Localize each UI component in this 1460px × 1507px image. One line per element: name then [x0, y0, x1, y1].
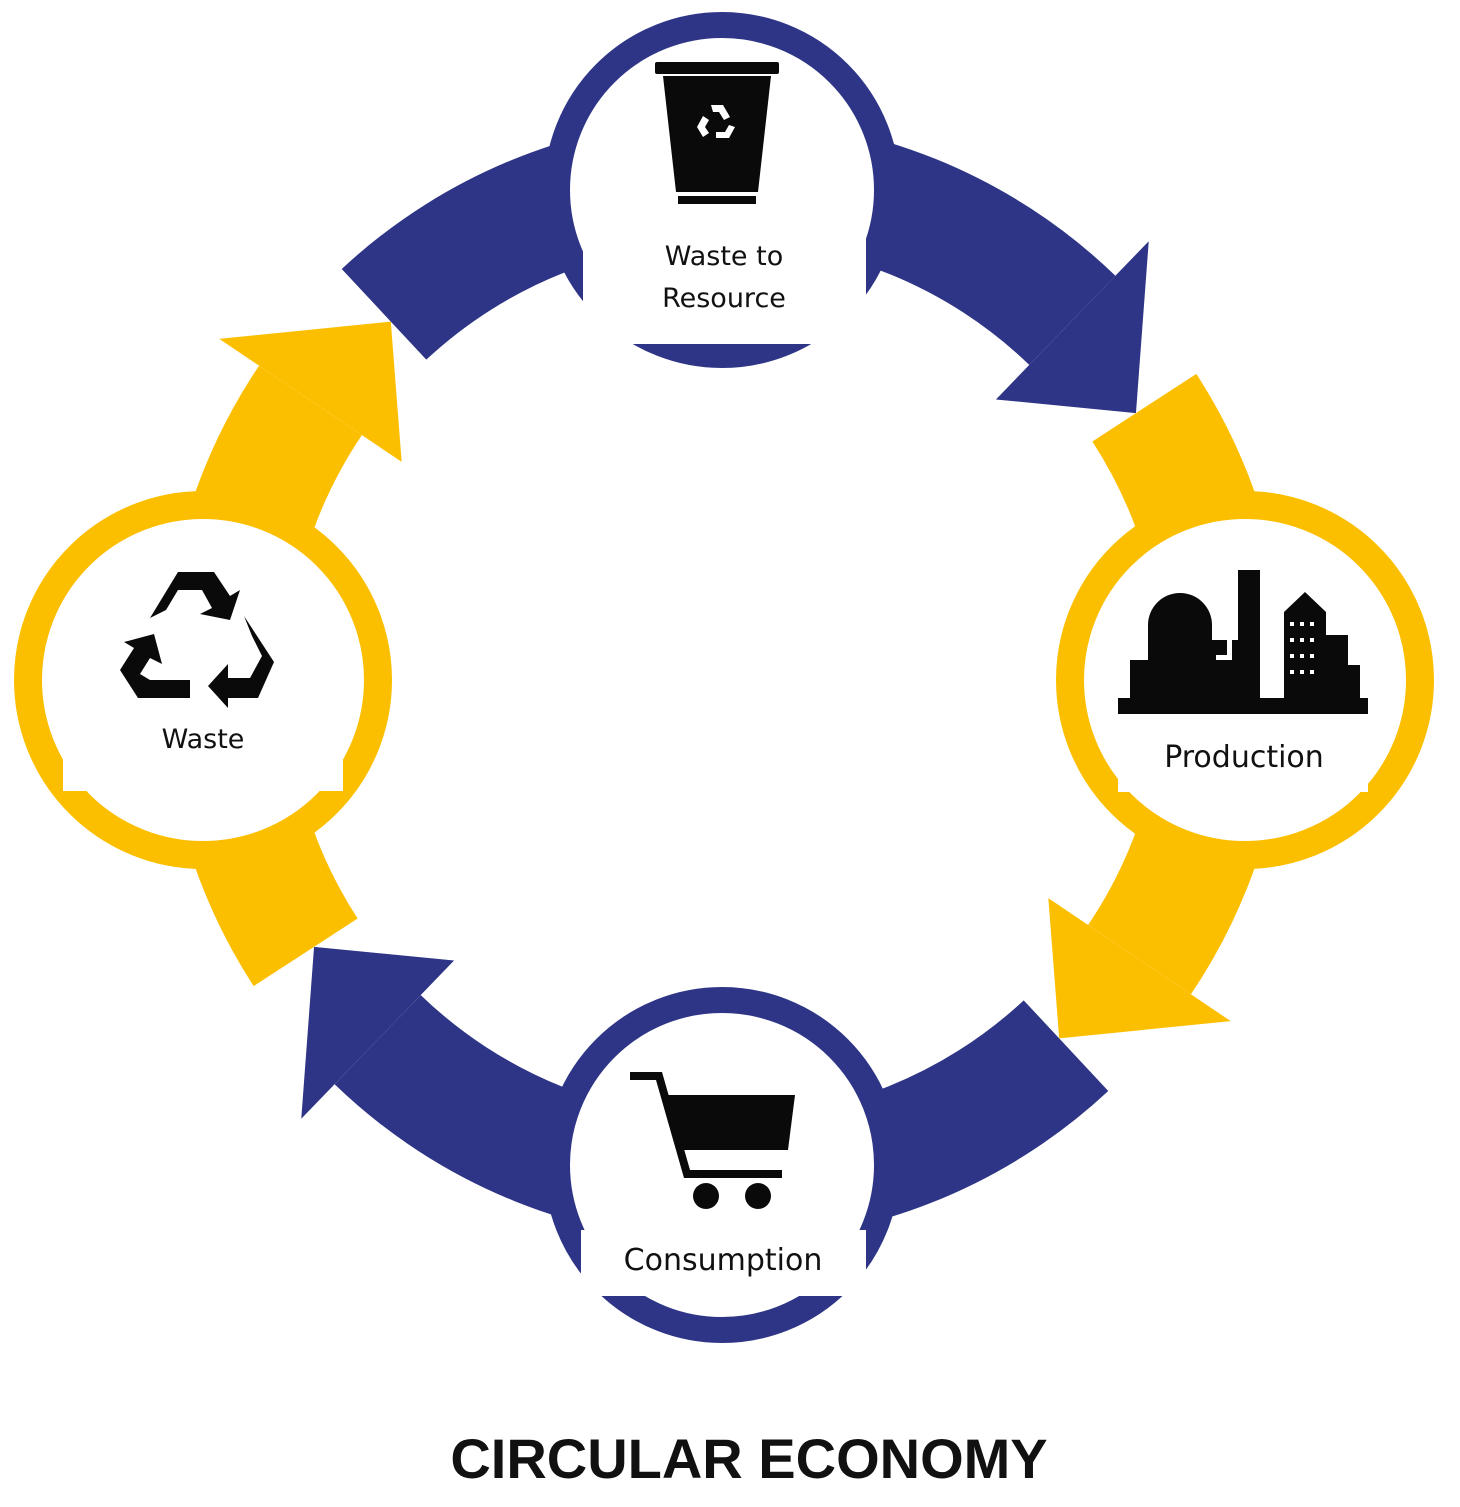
shopping-cart-icon	[630, 1072, 795, 1209]
arrowhead	[1048, 898, 1231, 1039]
recycle-icon	[120, 572, 274, 708]
label-box	[1118, 720, 1368, 792]
node-label: Consumption	[624, 1243, 823, 1278]
node-waste-to-resource: Waste to Resource	[544, 12, 900, 368]
label-box	[583, 230, 866, 344]
node-label: Resource	[662, 283, 786, 314]
recycle-bin-icon	[655, 62, 779, 204]
diagram-title: CIRCULAR ECONOMY	[450, 1427, 1047, 1490]
factory-icon	[1118, 570, 1368, 714]
node-production: Production	[1056, 491, 1434, 869]
node-label: Waste to	[665, 241, 783, 272]
label-box	[63, 705, 343, 791]
arrowhead	[219, 321, 402, 462]
node-consumption: Consumption	[544, 987, 900, 1343]
node-label: Production	[1164, 740, 1324, 775]
label-box	[581, 1230, 866, 1296]
node-ring	[14, 491, 392, 869]
node-label: Waste	[162, 724, 245, 755]
arrowhead	[301, 946, 455, 1119]
node-waste: Waste	[14, 491, 392, 869]
arrowhead	[995, 241, 1149, 414]
